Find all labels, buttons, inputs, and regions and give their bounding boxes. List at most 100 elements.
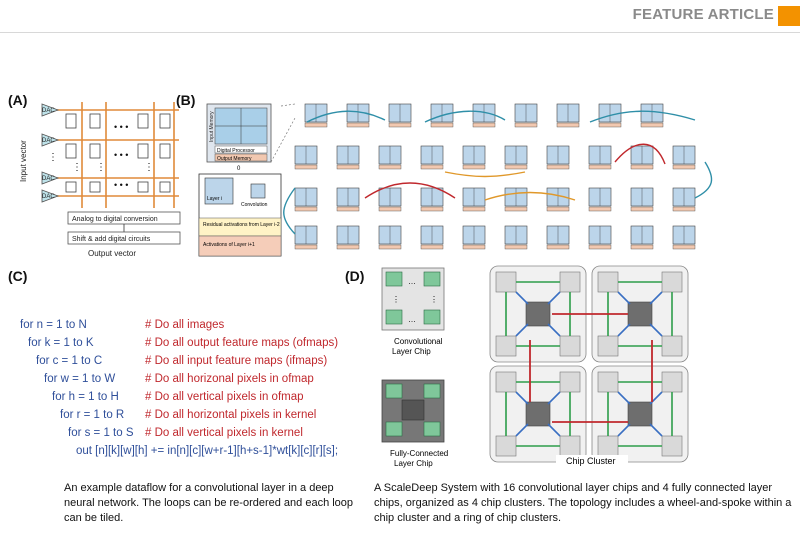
layer-i-label: Layer i	[207, 196, 222, 202]
layer-chip	[556, 103, 580, 128]
layer-chip	[462, 145, 486, 170]
layer-chip	[378, 225, 402, 250]
fc-chip-label-line: Layer Chip	[394, 459, 433, 468]
layer-chip	[462, 225, 486, 250]
layer-chip	[336, 225, 360, 250]
ellipsis: • • •	[114, 122, 128, 132]
dataflow-code-block: for n = 1 to N # Do all images for k = 1 t…	[20, 316, 360, 460]
adc-box-label: Analog to digital conversion	[72, 216, 158, 223]
layer-chip	[546, 225, 570, 250]
input-vector-label: Input vector	[19, 140, 28, 182]
dac-label: DAC	[42, 138, 55, 144]
code-loop-statement: for w = 1 to W	[44, 373, 116, 385]
code-loop-line: for w = 1 to W # Do all horizonal pixels …	[20, 370, 360, 388]
dac-label: DAC	[42, 108, 55, 114]
panel-c-caption: An example dataflow for a convolutional …	[64, 482, 354, 524]
panel-a-crossbar-diagram: DAC DAC DAC DAC • • • • • • • • • ⋮⋮⋮⋮ I…	[19, 102, 181, 258]
code-loop-comment: # Do all images	[145, 319, 225, 331]
convolution-label: Convolution	[241, 202, 268, 208]
code-loop-line: for n = 1 to N # Do all images	[20, 316, 360, 334]
code-loop-line: for k = 1 to K # Do all output feature ma…	[20, 334, 360, 352]
layer-chip	[672, 225, 696, 250]
ellipsis: • • •	[114, 180, 128, 190]
code-loop-statement: for h = 1 to H	[52, 391, 119, 403]
layer-chip	[294, 225, 318, 250]
code-loop-comment: # Do all horizontal pixels in kernel	[145, 409, 317, 421]
panel-b-system-diagram: Input Memory Digital Processor Output Me…	[198, 103, 713, 257]
layer-chip	[630, 145, 654, 170]
fc-chip-label-line: Fully-Connected	[390, 449, 448, 458]
code-loop-statement: for k = 1 to K	[28, 337, 94, 349]
layer-chip	[294, 145, 318, 170]
svg-text:⋮: ⋮	[48, 152, 58, 163]
layer-chip	[504, 145, 528, 170]
layer-chip	[336, 145, 360, 170]
code-loop-statement: for s = 1 to S	[68, 427, 134, 439]
layer-chip	[378, 145, 402, 170]
layer-chip	[420, 187, 444, 212]
panel-d-label: (D)	[345, 268, 365, 284]
dac-label: DAC	[42, 194, 55, 200]
output-vector-label: Output vector	[88, 249, 136, 258]
layer-chip	[388, 103, 412, 128]
panel-d-caption: A ScaleDeep System with 16 convolutional…	[374, 482, 792, 524]
svg-text:⋮: ⋮	[72, 162, 82, 173]
panel-b-label: (B)	[176, 92, 196, 108]
chip-cluster-label: Chip Cluster	[566, 456, 616, 466]
layer-chip	[588, 187, 612, 212]
code-loop-line: for r = 1 to R # Do all horizontal pixels…	[20, 406, 360, 424]
page-header-title: FEATURE ARTICLE	[632, 6, 774, 23]
svg-text:…: …	[408, 277, 416, 286]
code-loop-line: for c = 1 to C # Do all input feature map…	[20, 352, 360, 370]
residual-label: Residual activations from Layer i-2	[203, 222, 280, 228]
layer-chip	[630, 187, 654, 212]
conv-chip-label-line: Convolutional	[394, 337, 443, 346]
code-loop-statement: for r = 1 to R	[60, 409, 125, 421]
dac-cells	[41, 103, 60, 203]
output-memory-label: Output Memory	[217, 156, 252, 162]
convolutional-layer-chip: …… ⋮⋮	[381, 267, 445, 331]
code-loop-comment: # Do all output feature maps (ofmaps)	[145, 337, 339, 349]
panel-c-label: (C)	[8, 268, 28, 284]
svg-text:⋮: ⋮	[96, 162, 106, 173]
layer-chip	[588, 145, 612, 170]
conv-chip-label-line: Layer Chip	[392, 347, 431, 356]
dac-label: DAC	[42, 176, 55, 182]
layer-chip	[420, 145, 444, 170]
code-loop-comment: # Do all input feature maps (ifmaps)	[145, 355, 328, 367]
layer-chip	[546, 187, 570, 212]
code-final-line: out [n][k][w][h] += in[n][c][w+r-1][h+s-…	[20, 442, 360, 460]
layer-chip	[472, 103, 496, 128]
layer-chip	[346, 103, 370, 128]
code-loop-comment: # Do all vertical pixels in ofmap	[145, 391, 304, 403]
fully-connected-layer-chip	[381, 379, 445, 443]
layer-chip	[672, 145, 696, 170]
panel-a-label: (A)	[8, 92, 28, 108]
header-accent-block	[778, 6, 800, 26]
layer-chip	[462, 187, 486, 212]
layer-chip	[546, 145, 570, 170]
code-loop-comment: # Do all horizonal pixels in ofmap	[145, 373, 314, 385]
activations-label: Activations of Layer i+1	[203, 242, 255, 248]
svg-text:⋮: ⋮	[430, 295, 438, 304]
code-loop-statement: for n = 1 to N	[20, 319, 87, 331]
input-memory-label: Input Memory	[209, 111, 215, 142]
code-final-statement: out [n][k][w][h] += in[n][c][w+r-1][h+s-…	[76, 445, 339, 457]
layer-chip	[294, 187, 318, 212]
layer-chip	[378, 187, 402, 212]
header-divider	[0, 32, 800, 33]
zero-label: 0	[237, 166, 241, 172]
layer-chip	[630, 225, 654, 250]
layer-chip	[504, 187, 528, 212]
code-loop-line: for s = 1 to S # Do all vertical pixels i…	[20, 424, 360, 442]
svg-text:⋮: ⋮	[392, 295, 400, 304]
code-loop-line: for h = 1 to H # Do all vertical pixels i…	[20, 388, 360, 406]
layer-chip	[420, 225, 444, 250]
digital-processor-label: Digital Processor	[217, 148, 255, 154]
code-loop-statement: for c = 1 to C	[36, 355, 103, 367]
layer-chip	[640, 103, 664, 128]
layer-chip	[504, 225, 528, 250]
code-loop-comment: # Do all vertical pixels in kernel	[145, 427, 303, 439]
svg-text:⋮: ⋮	[144, 162, 154, 173]
shift-box-label: Shift & add digital circuits	[72, 236, 151, 243]
